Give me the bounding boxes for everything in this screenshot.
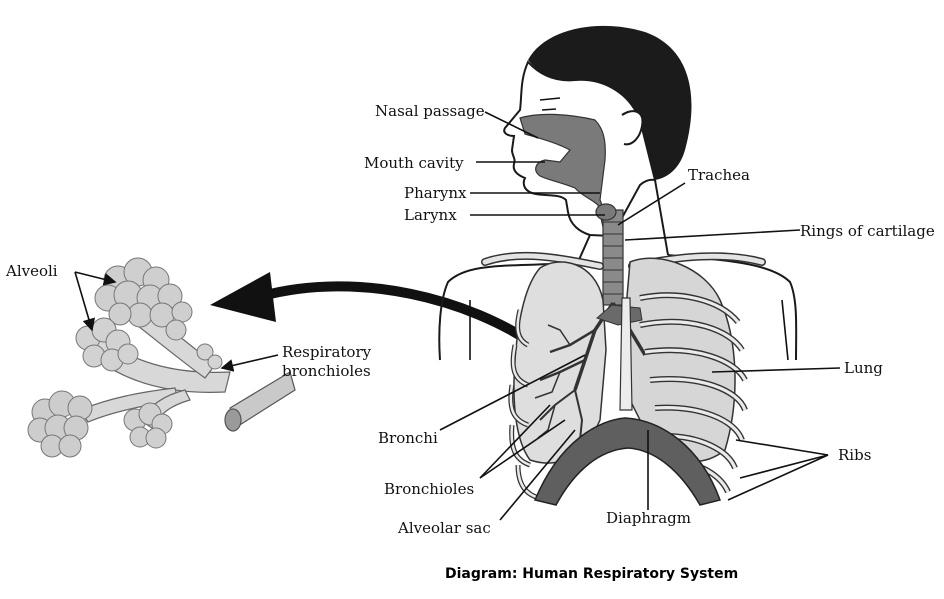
label-respiratory: Respiratory [282,343,372,361]
label-pharynx: Pharynx [404,184,467,202]
label-alveolar-sac: Alveolar sac [397,519,491,537]
trachea-illustration [595,203,624,306]
label-rings-of-cartilage: Rings of cartilage [800,222,935,240]
label-trachea: Trachea [688,166,750,184]
zoom-arrow [210,272,540,350]
leader-lines [74,111,841,521]
label-alveoli: Alveoli [5,262,58,280]
diagram-caption: Diagram: Human Respiratory System [445,566,738,582]
label-mouth-cavity: Mouth cavity [364,154,464,172]
label-larynx: Larynx [404,206,457,224]
label-nasal-passage: Nasal passage [375,102,485,120]
labels: Alveoli Respiratory bronchioles Nasal pa… [5,102,935,537]
label-bronchioles: Bronchioles [384,480,474,498]
human-figure [438,25,798,506]
label-diaphragm: Diaphragm [606,509,691,527]
label-ribs: Ribs [838,446,871,464]
alveoli-cluster-illustration [27,257,296,458]
label-bronchi: Bronchi [378,429,438,447]
label-bronchioles-resp: bronchioles [282,362,371,380]
label-lung: Lung [844,359,883,377]
